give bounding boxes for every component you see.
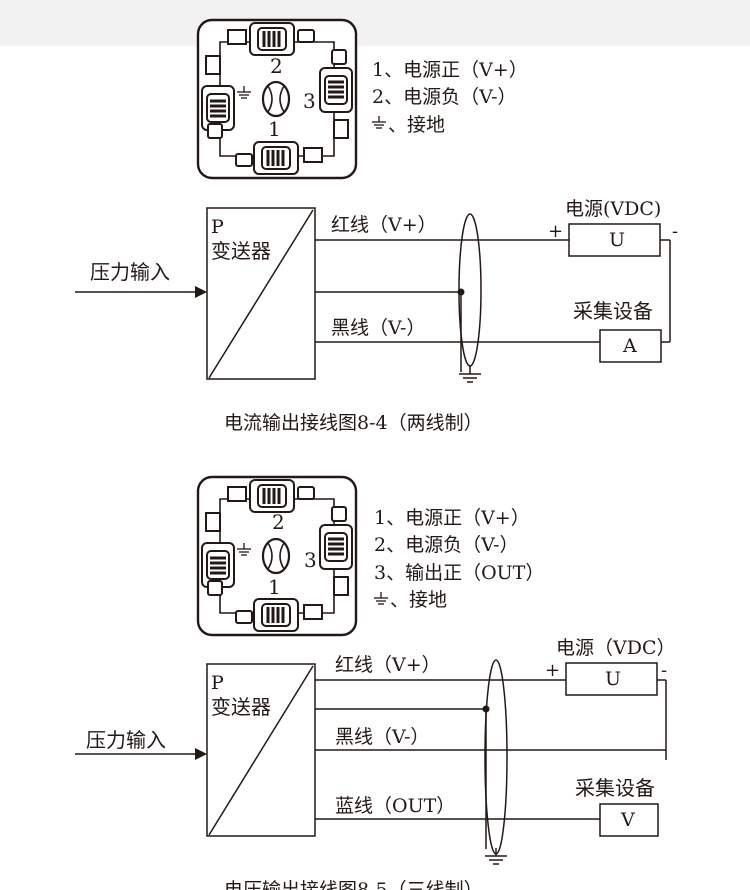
- minus-sign: -: [672, 221, 678, 242]
- pin-2-label: 2: [270, 54, 283, 78]
- black-wire-label: 黑线（V-）: [331, 317, 425, 339]
- transmitter-name: 变送器: [211, 695, 271, 719]
- acq-symbol: A: [622, 335, 637, 357]
- connector-face-1: 2 3 1: [198, 20, 356, 178]
- plus-sign: +: [548, 221, 563, 242]
- pressure-input-2: 压力输入: [75, 728, 207, 760]
- red-wire-label: 红线（V+）: [335, 654, 441, 676]
- connector-face-2: 2 3 1: [198, 477, 356, 635]
- red-wire-label: 红线（V+）: [331, 214, 437, 236]
- legend-item: 、接地: [388, 114, 445, 136]
- pin-1-label: 1: [268, 117, 281, 141]
- transmitter-name: 变送器: [211, 239, 271, 263]
- acq-label: 采集设备: [573, 299, 653, 323]
- top-band: [0, 0, 750, 46]
- transmitter-p: P: [211, 672, 224, 694]
- acquisition-device-2: 采集设备 V: [575, 776, 659, 837]
- pin-1-label: 1: [268, 575, 281, 599]
- transmitter-block-2: P 变送器: [206, 663, 316, 837]
- legend-item: 2、电源负（V-）: [372, 86, 517, 108]
- plus-sign: +: [545, 660, 560, 681]
- pressure-input-label: 压力输入: [90, 260, 170, 284]
- legend-item: 3、输出正（OUT）: [374, 562, 544, 584]
- connector-legend-1: 1、电源正（V+） 2、电源负（V-） 、接地: [371, 59, 528, 136]
- caption-2: 电压输出接线图8-5（三线制）: [224, 879, 483, 890]
- black-wire-label: 黑线（V-）: [335, 726, 429, 748]
- legend-item: 1、电源正（V+）: [372, 59, 528, 81]
- pin-3-label: 3: [304, 548, 317, 572]
- legend-item: 2、电源负（V-）: [374, 534, 519, 556]
- power-supply-2: 电源（VDC） U + -: [545, 637, 676, 696]
- ground-icon: [373, 591, 389, 605]
- wiring-1: [315, 213, 671, 383]
- blue-wire-label: 蓝线（OUT）: [335, 795, 455, 817]
- transmitter-block-1: P 变送器: [206, 207, 316, 380]
- ground-icon: [371, 115, 387, 129]
- power-symbol: U: [609, 229, 625, 251]
- power-label: 电源(VDC): [565, 198, 661, 220]
- minus-sign: -: [661, 660, 667, 681]
- transmitter-p: P: [211, 216, 224, 238]
- connector-legend-2: 1、电源正（V+） 2、电源负（V-） 3、输出正（OUT） 、接地: [373, 507, 544, 611]
- pin-3-label: 3: [303, 89, 316, 113]
- acq-label: 采集设备: [575, 776, 655, 800]
- pressure-input-label: 压力输入: [86, 728, 166, 752]
- legend-item: 1、电源正（V+）: [374, 507, 530, 529]
- legend-item: 、接地: [390, 589, 447, 611]
- power-supply-1: 电源(VDC) U + -: [548, 198, 678, 257]
- pin-2-label: 2: [272, 510, 285, 534]
- caption-1: 电流输出接线图8-4（两线制）: [224, 412, 483, 434]
- power-label: 电源（VDC）: [556, 637, 676, 659]
- power-symbol: U: [605, 668, 621, 690]
- arrow-icon: [195, 748, 207, 760]
- wiring-2: [315, 659, 667, 865]
- acquisition-device-1: 采集设备 A: [573, 299, 662, 363]
- pressure-input-1: 压力输入: [75, 260, 207, 298]
- acq-symbol: V: [620, 809, 635, 831]
- arrow-icon: [195, 286, 207, 298]
